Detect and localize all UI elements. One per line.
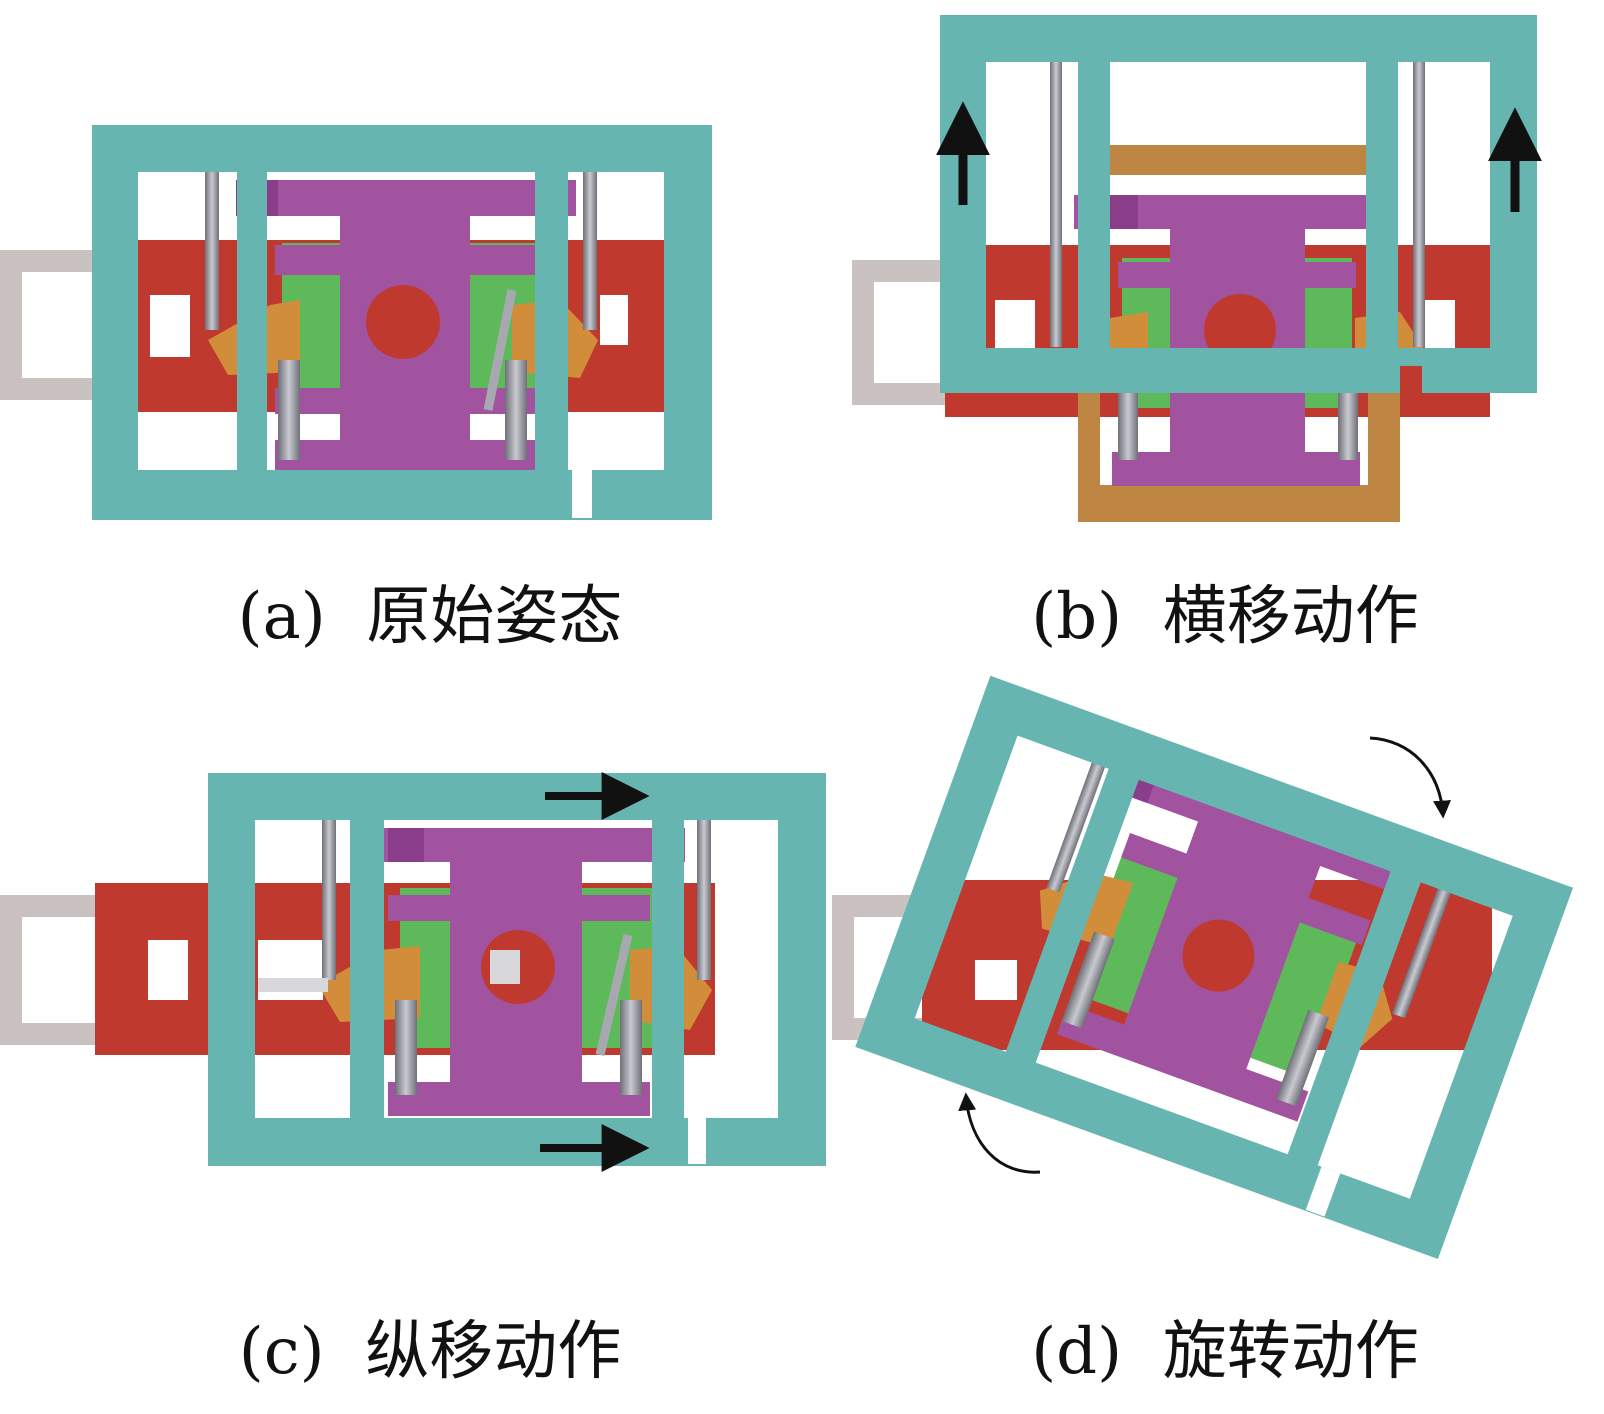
center-hole-d (1182, 919, 1255, 992)
platform-bottom-a (275, 440, 535, 474)
panel-c (0, 772, 826, 1172)
cylinder-c5 (595, 933, 633, 1057)
platform-hbar-a (275, 245, 535, 275)
platform-top-a (236, 180, 576, 216)
cylinder-c4 (620, 1000, 642, 1095)
mount-c (0, 895, 95, 1045)
cylinder-a4 (505, 360, 527, 460)
cylinder-a3 (278, 360, 300, 460)
platform-bottom-b (1112, 452, 1360, 486)
arrow-rotate-bottom-d (958, 1092, 1041, 1174)
caption-c: (c) 纵移动作 (238, 1315, 622, 1389)
rail-window-a2 (600, 295, 628, 345)
panel-a (0, 125, 712, 520)
cylinder-a5 (483, 289, 517, 411)
caption-b: (b) 横移动作 (1031, 580, 1419, 654)
rail-window-b2 (1425, 300, 1455, 350)
mount-a (0, 250, 95, 400)
cylinder-d4 (1275, 1009, 1330, 1107)
cylinder-c3 (395, 1000, 417, 1095)
frame-c (208, 773, 826, 1166)
rail-window-b (995, 300, 1035, 350)
cylinder-b2 (1413, 62, 1425, 347)
slider-top-b (1110, 145, 1368, 175)
slider-b (1078, 390, 1400, 522)
cylinder-a1 (205, 170, 219, 330)
platform-hbar-d (1121, 832, 1371, 945)
platform-bottom-d (1056, 1004, 1309, 1122)
caption-a: (a) 原始姿态 (237, 580, 623, 654)
platform-top-dark-b (1110, 195, 1138, 229)
rod-c (258, 978, 328, 992)
panel-b (852, 15, 1542, 522)
cylinder-d2 (1392, 863, 1460, 1019)
hole-clamp-c (490, 950, 520, 984)
mount-b (852, 260, 945, 405)
panel-d (832, 675, 1573, 1259)
frame-notch-c (688, 1118, 706, 1164)
rail-window-d (975, 960, 1017, 1000)
platform-hbar-c (388, 895, 650, 921)
platform-top-dark-c (388, 828, 424, 862)
cylinder-d1 (1046, 737, 1115, 893)
frame-d (855, 675, 1573, 1259)
cylinder-b4 (1338, 385, 1358, 460)
frame-a (92, 125, 712, 520)
caption-d: (d) 旋转动作 (1031, 1315, 1419, 1389)
frame-b (940, 15, 1537, 393)
frame-gap-b (1400, 366, 1422, 394)
center-hole-a (366, 285, 440, 359)
cylinder-c1 (322, 820, 336, 980)
platform-hbar-b (1118, 262, 1356, 288)
rail-window-c (148, 940, 188, 1000)
cylinder-a2 (583, 170, 597, 330)
cylinder-b3 (1118, 385, 1138, 460)
platform-bottom-c (388, 1082, 650, 1116)
frame-notch-a (572, 470, 592, 518)
frame-notch-d (1305, 1166, 1341, 1217)
cylinder-d3 (1061, 931, 1115, 1029)
arrow-rotate-top-d (1369, 736, 1452, 819)
cylinder-b1 (1050, 62, 1062, 347)
rail-window-a (150, 295, 190, 357)
rotated-assembly-d (855, 675, 1573, 1259)
cylinder-c2 (697, 820, 711, 980)
